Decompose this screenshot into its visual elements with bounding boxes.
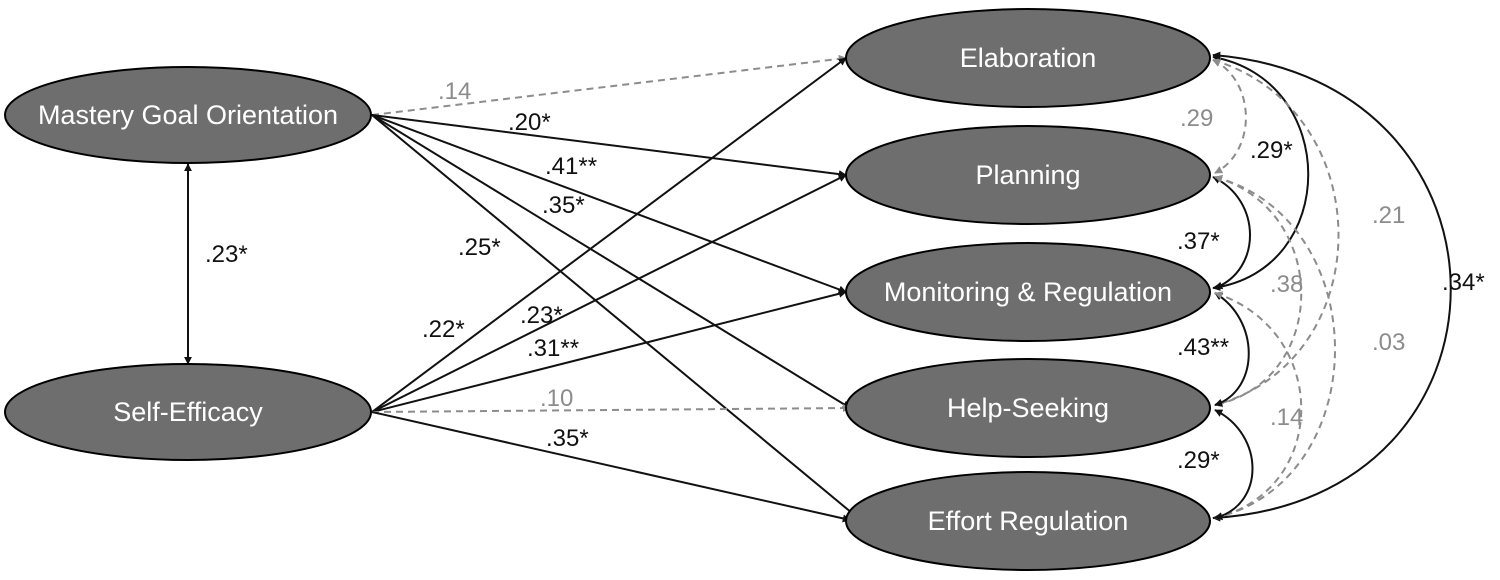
node-selfefficacy-label: Self-Efficacy bbox=[113, 397, 263, 427]
path-selfefficacy-effort bbox=[371, 411, 851, 523]
path-mastery-monitoring bbox=[371, 114, 847, 294]
coef-mastery-monitoring: .41** bbox=[545, 153, 597, 180]
coef-elaboration-helpseeking: .21 bbox=[1372, 202, 1405, 229]
path-selfefficacy-helpseeking bbox=[371, 404, 851, 413]
node-effort: Effort Regulation bbox=[845, 471, 1211, 571]
node-mastery: Mastery Goal Orientation bbox=[4, 66, 372, 164]
coef-planning-effort: .03 bbox=[1372, 329, 1405, 356]
node-selfefficacy: Self-Efficacy bbox=[4, 363, 372, 461]
coef-monitoring-helpseeking: .43** bbox=[1177, 334, 1229, 361]
coef-selfefficacy-effort: .35* bbox=[546, 425, 589, 452]
coef-mastery-planning: .20* bbox=[508, 109, 551, 136]
coef-selfefficacy-elaboration: .22* bbox=[422, 316, 465, 343]
path-selfefficacy-monitoring bbox=[371, 289, 847, 413]
coef-selfefficacy-monitoring: .31** bbox=[527, 335, 579, 362]
coef-elaboration-monitoring: .29* bbox=[1250, 137, 1293, 164]
node-elaboration: Elaboration bbox=[845, 8, 1211, 108]
node-helpseeking: Help-Seeking bbox=[845, 358, 1211, 458]
node-helpseeking-label: Help-Seeking bbox=[947, 393, 1109, 423]
cov-elaboration-effort bbox=[1212, 51, 1452, 522]
node-effort-label: Effort Regulation bbox=[928, 506, 1129, 536]
cov-elaboration-monitoring bbox=[1212, 54, 1310, 291]
path-selfefficacy-planning bbox=[371, 174, 847, 413]
coef-elaboration-effort: .34* bbox=[1442, 269, 1485, 296]
path-mastery-elaboration bbox=[371, 54, 847, 116]
coef-mastery-helpseeking: .35* bbox=[542, 192, 585, 219]
coef-mastery-elaboration: .14 bbox=[438, 78, 471, 105]
cov-monitoring-helpseeking bbox=[1214, 292, 1250, 407]
coef-selfefficacy-planning: .23* bbox=[520, 302, 563, 329]
node-monitoring: Monitoring & Regulation bbox=[845, 242, 1211, 342]
node-planning: Planning bbox=[845, 125, 1211, 225]
node-elaboration-label: Elaboration bbox=[960, 43, 1097, 73]
coef-mastery-effort: .25* bbox=[458, 234, 501, 261]
cov-planning-effort bbox=[1214, 175, 1336, 521]
node-mastery-label: Mastery Goal Orientation bbox=[38, 100, 338, 130]
cov-planning-monitoring bbox=[1212, 176, 1251, 290]
node-planning-label: Planning bbox=[975, 160, 1080, 190]
cov-helpseeking-effort bbox=[1214, 409, 1254, 521]
path-mastery-effort bbox=[371, 114, 859, 519]
node-monitoring-label: Monitoring & Regulation bbox=[884, 277, 1172, 307]
path-mastery-planning bbox=[371, 114, 847, 179]
coef-helpseeking-effort: .29* bbox=[1177, 447, 1220, 474]
path-mastery-helpseeking bbox=[371, 114, 851, 409]
cov-planning-helpseeking bbox=[1214, 175, 1303, 408]
coef-elaboration-planning: .29 bbox=[1180, 105, 1213, 132]
cov-elaboration-helpseeking bbox=[1212, 58, 1340, 407]
path-selfefficacy-elaboration bbox=[371, 57, 847, 413]
cov-elaboration-planning bbox=[1212, 59, 1247, 174]
coef-monitoring-effort: .14 bbox=[1270, 404, 1303, 431]
coef-mastery-selfefficacy: .23* bbox=[205, 241, 248, 268]
coef-planning-monitoring: .37* bbox=[1177, 228, 1220, 255]
coef-planning-helpseeking: .38 bbox=[1270, 271, 1303, 298]
coef-selfefficacy-helpseeking: .10 bbox=[540, 385, 573, 412]
